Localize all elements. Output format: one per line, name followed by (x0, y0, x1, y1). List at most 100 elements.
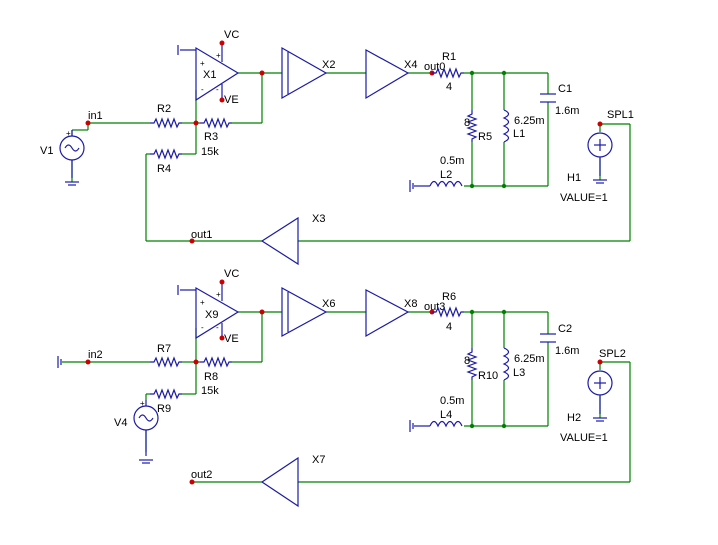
label-r2: R2 (157, 103, 171, 115)
source-h1[interactable] (587, 132, 613, 184)
svg-text:+: + (66, 129, 71, 138)
label-c1: C1 (558, 83, 572, 95)
junction (501, 423, 507, 429)
svg-text:-: - (216, 323, 219, 332)
value-l2: 0.5m (440, 155, 464, 167)
label-c2: C2 (558, 323, 572, 335)
value-c2: 1.6m (555, 345, 579, 357)
junction (501, 183, 507, 189)
label-r3: R3 (204, 131, 218, 143)
node-ve-bottom (219, 335, 225, 341)
svg-text:+: + (216, 290, 221, 299)
channel-top: + - + - VC VE X1 X2 X4 in1 out0 out1 R2 … (40, 29, 634, 266)
node-x9-out (259, 309, 265, 315)
inductor-l3[interactable] (503, 347, 510, 381)
inductor-l2[interactable] (409, 179, 463, 193)
label-ve-bottom: VE (224, 333, 239, 345)
node-spl1 (597, 121, 603, 127)
buffer-x8[interactable] (365, 289, 410, 338)
label-r8: R8 (204, 371, 218, 383)
label-r1: R1 (442, 51, 456, 63)
buffer-x7[interactable] (260, 456, 299, 508)
svg-text:-: - (216, 85, 219, 94)
node-ve-top (219, 97, 225, 103)
resistor-r7[interactable] (149, 357, 183, 367)
label-x2: X2 (322, 59, 335, 71)
svg-text:+: + (216, 51, 221, 60)
label-x9: X9 (205, 309, 218, 321)
opamp-x1[interactable]: + - + - (177, 43, 240, 102)
node-x9-inv (193, 359, 199, 365)
value-r3: 15k (201, 146, 219, 158)
value-r10: 8 (464, 355, 470, 367)
resistor-r8[interactable] (199, 357, 233, 367)
resistor-r2[interactable] (149, 118, 183, 128)
value-h2: VALUE=1 (560, 432, 608, 444)
label-x3: X3 (312, 213, 325, 225)
label-l3: L3 (513, 367, 525, 379)
source-h2[interactable] (587, 370, 613, 422)
label-out2: out2 (191, 469, 212, 481)
capacitor-c2[interactable] (540, 333, 556, 343)
value-l4: 0.5m (440, 395, 464, 407)
label-out0: out0 (424, 61, 445, 73)
label-l1: L1 (513, 128, 525, 140)
wires-bottom (62, 311, 631, 483)
label-v4: V4 (114, 417, 127, 429)
label-r6: R6 (442, 291, 456, 303)
ground-in2 (57, 355, 62, 369)
buffer-x6[interactable] (281, 286, 328, 338)
value-r1: 4 (446, 81, 452, 93)
svg-text:-: - (201, 85, 204, 94)
buffer-x2[interactable] (281, 46, 328, 100)
label-in2: in2 (88, 349, 103, 361)
channel-bottom: + - + - VC VE X9 X6 X8 in2 out3 out2 R7 … (57, 268, 631, 508)
label-spl2: SPL2 (599, 348, 626, 360)
svg-text:+: + (200, 59, 205, 68)
node-out1 (189, 238, 195, 244)
label-r9: R9 (157, 403, 171, 415)
value-h1: VALUE=1 (560, 192, 608, 204)
wires-top (71, 72, 631, 242)
svg-text:+: + (140, 399, 145, 408)
value-c1: 1.6m (555, 105, 579, 117)
resistor-r3[interactable] (199, 118, 233, 128)
junction (469, 183, 475, 189)
node-x1-out (259, 70, 265, 76)
label-r4: R4 (157, 163, 171, 175)
node-x1-inv (193, 120, 199, 126)
label-x4: X4 (404, 59, 417, 71)
label-in1: in1 (88, 110, 103, 122)
resistor-r9[interactable] (149, 389, 183, 399)
node-vc-top (219, 40, 225, 46)
node-out2 (189, 479, 195, 485)
label-l4: L4 (440, 409, 452, 421)
label-out3: out3 (424, 301, 445, 313)
buffer-x4[interactable] (365, 48, 410, 100)
label-l2: L2 (440, 169, 452, 181)
junction (469, 309, 475, 315)
value-l3: 6.25m (514, 353, 545, 365)
junction (501, 70, 507, 76)
opamp-x9[interactable]: + - + - (177, 282, 240, 340)
label-r5: R5 (478, 131, 492, 143)
node-in1 (85, 120, 91, 126)
inductor-l4[interactable] (409, 419, 463, 433)
resistor-r4[interactable] (149, 149, 183, 159)
label-h2: H2 (567, 412, 581, 424)
label-x8: X8 (404, 298, 417, 310)
label-r10: R10 (478, 370, 498, 382)
capacitor-c1[interactable] (540, 93, 556, 103)
voltage-source-v1[interactable]: + (59, 129, 85, 186)
label-x7: X7 (312, 454, 325, 466)
label-vc-top: VC (224, 29, 239, 41)
value-r5: 8 (464, 117, 470, 129)
label-h1: H1 (567, 172, 581, 184)
junction (469, 70, 475, 76)
inductor-l1[interactable] (503, 109, 510, 143)
buffer-x3[interactable] (260, 216, 299, 266)
resistor-r1[interactable] (431, 68, 465, 78)
voltage-source-v4[interactable]: + (133, 399, 159, 464)
label-r7: R7 (157, 343, 171, 355)
junction (501, 309, 507, 315)
